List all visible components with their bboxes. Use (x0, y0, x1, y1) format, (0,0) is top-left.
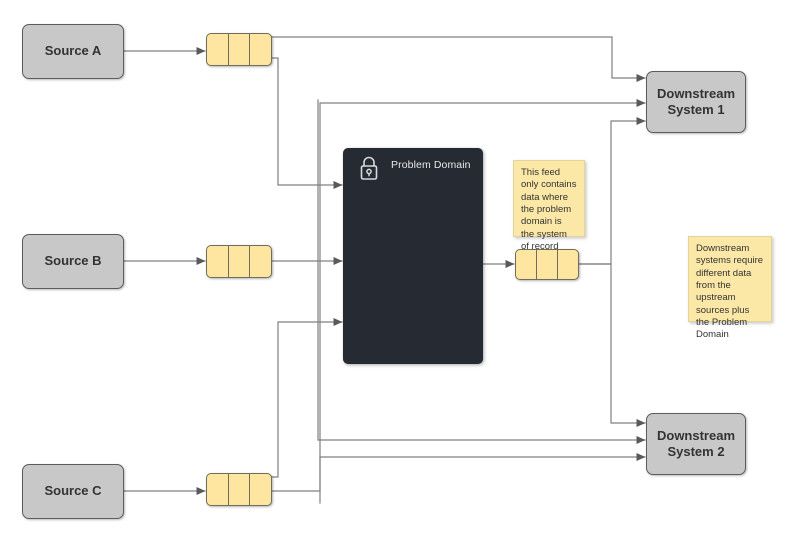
queue-c-segment-3 (249, 474, 271, 505)
wire-queue-c-to-problem-domain (271, 318, 343, 478)
source-a-box[interactable]: Source A (22, 24, 124, 79)
queue-a[interactable] (206, 33, 272, 66)
note-feed-scope: This feed only contains data where the p… (513, 160, 585, 252)
downstream-system-2-box[interactable]: Downstream System 2 (646, 413, 746, 475)
wire-domain-queue-to-downstream-2 (577, 263, 646, 427)
source-c-box[interactable]: Source C (22, 464, 124, 519)
downstream-2-label-line1: Downstream (656, 427, 736, 443)
queue-c-segment-2 (227, 474, 250, 505)
queue-b-segment-2 (227, 246, 250, 277)
source-b-label: Source B (44, 253, 102, 269)
downstream-system-1-box[interactable]: Downstream System 1 (646, 71, 746, 133)
wire-queue-a-to-problem-domain (271, 57, 343, 189)
queue-c-segment-1 (207, 474, 228, 505)
wire-trunk-to-downstream-2-mid (317, 99, 646, 444)
source-b-box[interactable]: Source B (22, 234, 124, 289)
wire-queue-a-to-downstream-1 (271, 36, 646, 82)
queue-b-segment-3 (249, 246, 271, 277)
wire-queue-c-to-downstream-2 (319, 453, 646, 504)
queue-a-segment-1 (207, 34, 228, 65)
queue-a-segment-3 (249, 34, 271, 65)
queue-domain-out-segment-2 (536, 250, 557, 279)
queue-b-segment-1 (207, 246, 228, 277)
queue-domain-out[interactable] (515, 249, 579, 280)
downstream-2-label-line2: System 2 (667, 444, 725, 459)
note-downstream-requirements: Downstream systems require different dat… (688, 236, 772, 340)
source-c-label: Source C (44, 483, 102, 499)
downstream-1-label-line2: System 1 (667, 102, 725, 117)
wire-domain-queue-to-downstream-1 (577, 117, 646, 265)
queue-domain-out-segment-1 (516, 250, 536, 279)
downstream-1-label-line1: Downstream (656, 85, 736, 101)
queue-a-segment-2 (227, 34, 250, 65)
problem-domain-label: Problem Domain (391, 159, 471, 171)
queue-domain-out-segment-3 (557, 250, 578, 279)
wire-queue-c-to-downstream-1 (271, 99, 646, 492)
source-a-label: Source A (44, 43, 102, 59)
problem-domain-container[interactable]: Problem Domain (343, 148, 483, 364)
queue-c[interactable] (206, 473, 272, 506)
lock-icon (356, 155, 382, 183)
queue-b[interactable] (206, 245, 272, 278)
